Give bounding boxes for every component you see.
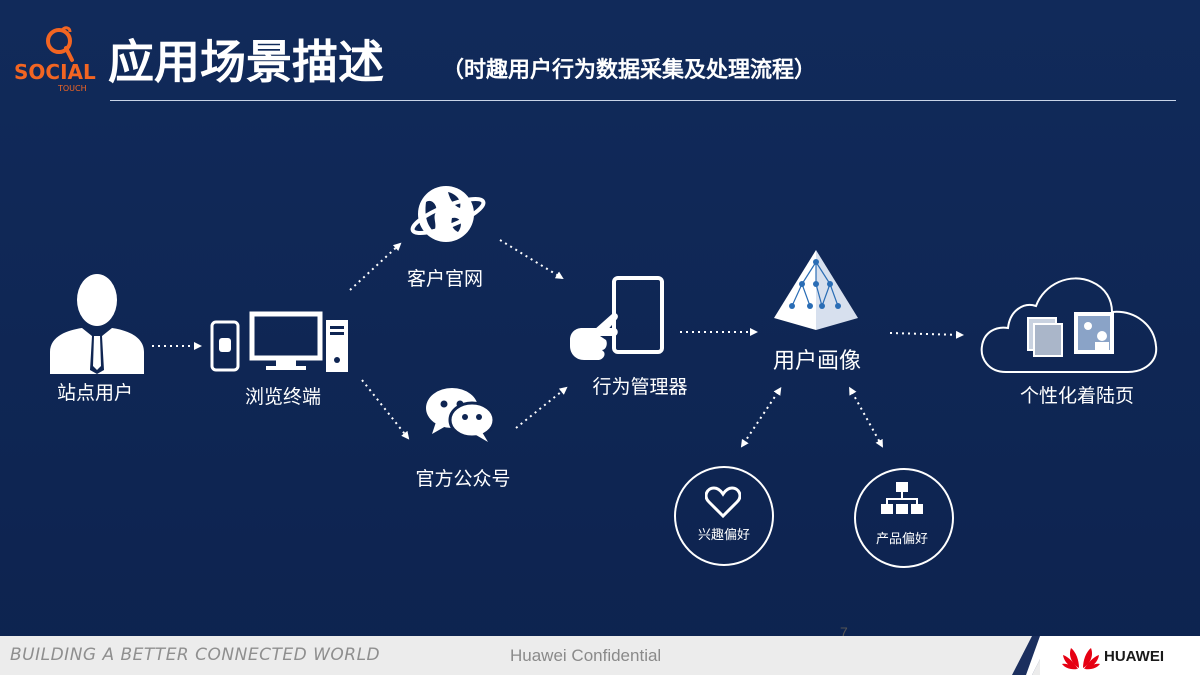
user-icon	[50, 274, 144, 374]
client-website-label: 客户官网	[406, 268, 483, 290]
cloud-icon	[980, 277, 1158, 373]
touch-tablet-icon	[570, 276, 664, 360]
product-preference-node	[854, 468, 954, 568]
arrow-profile-to-landing	[889, 330, 964, 339]
logo-text: SOCIAL	[14, 60, 96, 84]
page-subtitle: （时趣用户行为数据采集及处理流程）	[442, 58, 817, 83]
browse-terminal-label: 浏览终端	[244, 386, 321, 408]
heart-icon	[705, 486, 741, 518]
product-preference-label: 产品偏好	[875, 532, 928, 547]
wechat-icon	[426, 388, 496, 442]
logo-subtext: TOUCH	[58, 84, 87, 93]
personalized-landing-label: 个性化着陆页	[1019, 385, 1134, 407]
arrow-website-to-manager	[499, 239, 564, 280]
pyramid-icon	[774, 250, 858, 330]
official-account-label: 官方公众号	[415, 468, 511, 490]
title-divider	[110, 100, 1176, 101]
footer-bar	[0, 636, 1200, 675]
user-profile-label: 用户画像	[772, 349, 861, 374]
globe-icon	[410, 186, 486, 242]
confidential-label: Huawei Confidential	[510, 646, 662, 665]
arrow-profile-product	[849, 386, 883, 448]
page-title: 应用场景描述	[108, 35, 384, 89]
devices-icon	[210, 311, 348, 372]
page-number: 7	[840, 624, 848, 640]
footer-tagline: BUILDING A BETTER CONNECTED WORLD	[10, 645, 381, 665]
footer-brand-area	[1040, 636, 1200, 675]
behavior-manager-label: 行为管理器	[592, 376, 688, 398]
interest-preference-node	[674, 466, 774, 566]
hierarchy-icon	[881, 482, 923, 514]
social-touch-logo-icon	[46, 26, 74, 62]
huawei-logo-icon	[1062, 648, 1100, 670]
site-user-label: 站点用户	[56, 382, 133, 404]
arrow-profile-interest	[740, 387, 782, 448]
arrow-terminal-to-account	[361, 379, 410, 440]
interest-preference-label: 兴趣偏好	[697, 528, 750, 543]
arrow-account-to-manager	[515, 386, 568, 429]
huawei-brand-text: HUAWEI	[1104, 648, 1164, 665]
